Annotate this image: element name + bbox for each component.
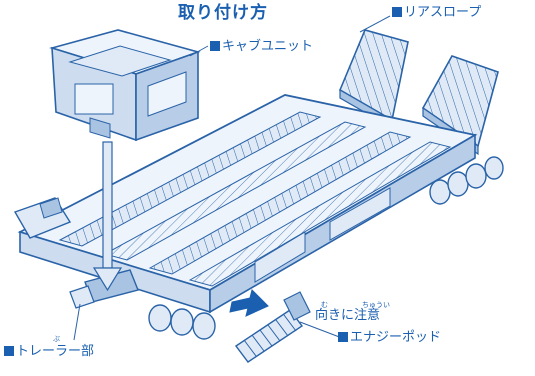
caution-ruby-2: ちゅうい (362, 301, 390, 309)
caution-label: 向きに注意 (315, 308, 381, 323)
trailer-ruby: ぶ (53, 335, 60, 343)
cab-unit-text: キャブユニット (222, 39, 314, 54)
cab-unit-label: キャブユニット (210, 40, 313, 54)
label-bullet (392, 7, 402, 17)
rear-slope-label: リアスロープ (392, 6, 481, 20)
trailer-label: トレーラー部 (4, 345, 94, 359)
label-bullet (210, 41, 220, 51)
leader-lines (73, 15, 391, 341)
trailer-wheels (148, 156, 504, 340)
pod-direction-arrow (229, 289, 269, 317)
caution-ruby-1: む (321, 301, 328, 309)
rear-slope-text: リアスロープ (404, 5, 482, 20)
label-bullet (4, 346, 14, 356)
trailer-text: トレーラー部 (16, 344, 95, 359)
energy-pod-label: エナジーポッド (338, 331, 441, 345)
energy-pod-text: エナジーポッド (350, 330, 442, 345)
label-bullet (338, 332, 348, 342)
attach-arrow (92, 141, 123, 292)
page-title: 取り付け方 (178, 3, 268, 23)
energy-pod-illustration (234, 291, 311, 363)
cab-unit-illustration (49, 29, 201, 142)
trailer-deck (13, 94, 478, 314)
